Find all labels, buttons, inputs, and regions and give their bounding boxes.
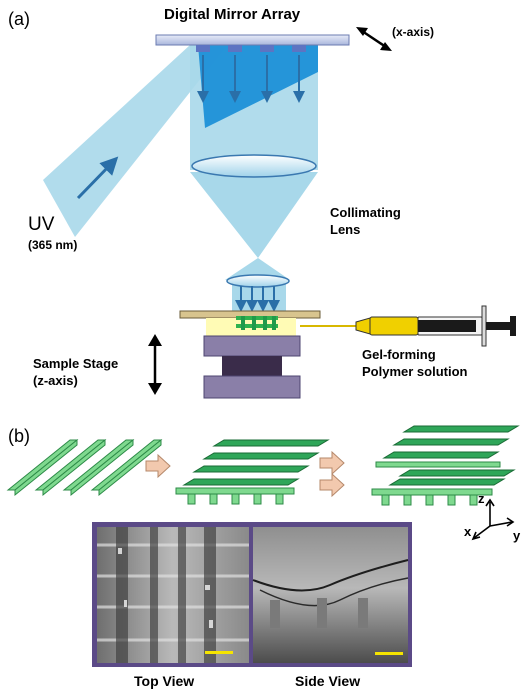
stage-middle-block [222, 356, 282, 376]
uv-label: UV [28, 214, 55, 235]
stage-upper-block [203, 335, 301, 357]
axis-y-label: y [513, 528, 521, 543]
collimating-lens-label-line1: Collimating [330, 205, 401, 220]
mirror-element [196, 45, 210, 52]
top-view-scale-bar [205, 651, 233, 654]
axes-indicator [471, 498, 515, 541]
panel-a-label: (a) [8, 9, 30, 29]
collimating-lens [191, 154, 317, 178]
multi-layer-scaffold [371, 425, 520, 506]
top-view-caption: Top View [134, 673, 194, 689]
converging-beam [190, 172, 318, 258]
sample-stage-label-line2: (z-axis) [33, 373, 78, 388]
diverging-beam [225, 258, 290, 280]
uv-wavelength-label: (365 nm) [28, 238, 77, 252]
x-axis-label: (x-axis) [392, 25, 434, 39]
digital-mirror-array-label: Digital Mirror Array [164, 6, 301, 23]
step-arrow [319, 450, 345, 476]
syringe [300, 305, 516, 347]
uv-direction-arrow [76, 156, 119, 200]
axis-z-label: z [478, 491, 485, 506]
polymer-label-line2: Polymer solution [362, 364, 468, 379]
mirror-element [228, 45, 242, 52]
beam-overlap [198, 45, 318, 128]
mirror-element [260, 45, 274, 52]
panel-b-label: (b) [8, 426, 30, 446]
printed-scaffold [236, 316, 278, 330]
digital-mirror-array [155, 34, 350, 46]
projection-lens [226, 274, 290, 288]
layer-two-scaffold [175, 439, 330, 505]
step-arrow [145, 453, 171, 479]
stage-lower-block [203, 375, 301, 399]
polymer-label-line1: Gel-forming [362, 347, 436, 362]
side-view-caption: Side View [295, 673, 360, 689]
top-view-micrograph [97, 527, 249, 663]
mirror-element [292, 45, 306, 52]
collimating-lens-label-line2: Lens [330, 222, 360, 237]
sample-stage-label-line1: Sample Stage [33, 356, 118, 371]
side-view-scale-bar [375, 652, 403, 655]
side-view-micrograph [252, 527, 409, 663]
layer-one-bars [6, 438, 163, 497]
x-axis-double-arrow [356, 27, 392, 51]
axis-x-label: x [464, 524, 472, 539]
step-arrow [319, 472, 345, 498]
z-axis-double-arrow [148, 334, 162, 395]
